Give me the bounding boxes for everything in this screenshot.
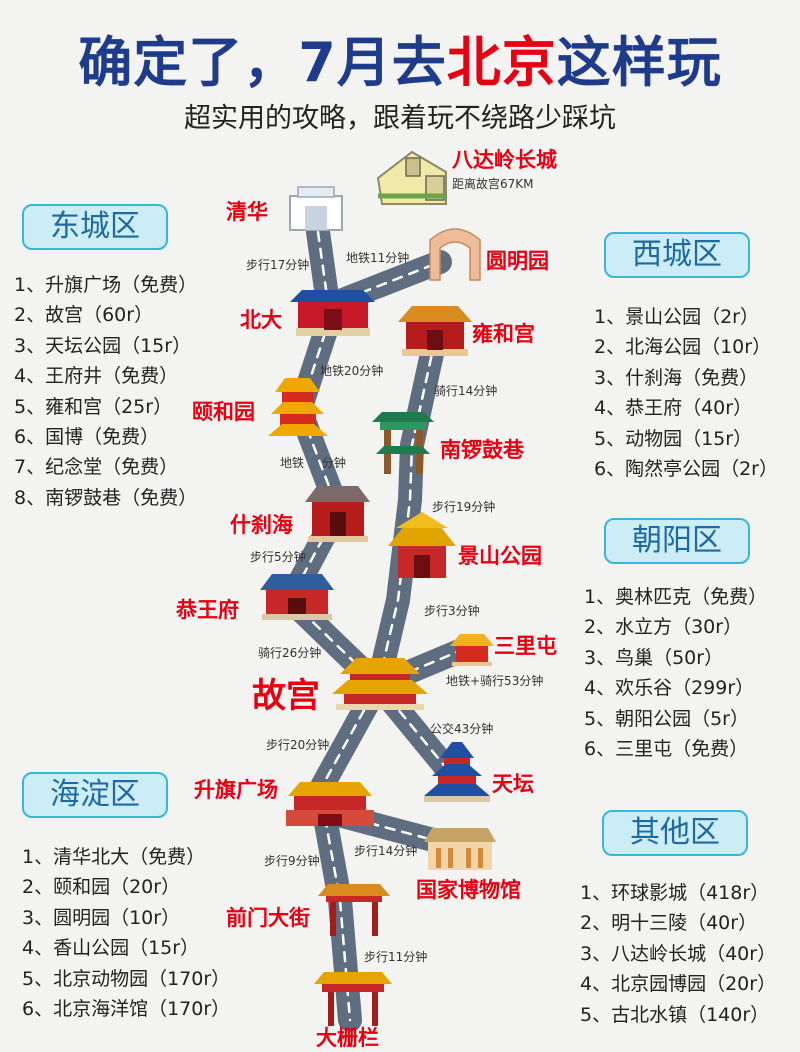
place-label-qinghua: 清华 <box>226 200 268 224</box>
badaling-distance-note: 距离故宫67KM <box>452 177 534 191</box>
title-part2: 这样玩 <box>556 31 722 94</box>
list-item: 6、陶然亭公园（2r） <box>594 457 778 480</box>
place-label-yuanmingyuan: 圆明园 <box>486 249 549 273</box>
list-item: 5、古北水镇（140r） <box>580 1003 770 1026</box>
route-label: 公交43分钟 <box>430 722 494 736</box>
page-title: 确定了，7月去北京这样玩 <box>0 18 800 97</box>
route-label: 地铁 <box>280 456 305 470</box>
district-dongcheng-list: 1、升旗广场（免费） 2、故宫（60r） 3、天坛公园（15r） 4、王府井（免… <box>14 270 197 513</box>
place-label-tiantan: 天坛 <box>492 772 534 796</box>
place-label-gugong: 故宫 <box>252 676 320 716</box>
route-label: 步行11分钟 <box>364 950 428 964</box>
place-label-qianmen: 前门大街 <box>226 906 310 930</box>
route-label: 步行20分钟 <box>266 738 330 752</box>
list-item: 2、北海公园（10r） <box>594 336 772 359</box>
title-part1: 确定了，7月去 <box>78 31 447 94</box>
list-item: 6、三里屯（免费） <box>584 737 749 760</box>
forbidden-city-icon <box>332 658 428 710</box>
route-label: 地铁11分钟 <box>346 251 410 265</box>
list-item: 1、景山公园（2r） <box>594 306 759 328</box>
district-xicheng-list: 1、景山公园（2r） 2、北海公园（10r） 3、什刹海（免费） 4、恭王府（4… <box>594 302 778 484</box>
list-item: 1、升旗广场（免费） <box>14 274 198 296</box>
district-haidian-badge: 海淀区 <box>22 772 168 818</box>
list-item: 2、颐和园（20r） <box>22 876 181 899</box>
list-item: 6、国博（免费） <box>14 425 160 448</box>
list-item: 8、南锣鼓巷（免费） <box>14 486 198 509</box>
route-label: 地铁20分钟 <box>320 364 384 378</box>
route-label: 步行9分钟 <box>264 854 320 868</box>
list-item: 4、北京园博园（20r） <box>580 973 777 996</box>
list-item: 1、清华北大（免费） <box>22 846 206 868</box>
list-item: 3、什刹海（免费） <box>594 366 759 389</box>
route-label: 步行5分钟 <box>250 550 306 564</box>
place-label-badaling: 八达岭长城 <box>452 148 557 172</box>
list-item: 1、奥林匹克（免费） <box>584 586 768 608</box>
shichahai-building-icon <box>305 486 370 542</box>
list-item: 1、环球影城（418r） <box>580 882 770 904</box>
route-label: 地铁+骑行53分钟 <box>446 674 544 688</box>
route-label: 骑行26分钟 <box>258 646 322 660</box>
list-item: 7、纪念堂（免费） <box>14 456 179 479</box>
list-item: 3、八达岭长城（40r） <box>580 942 777 965</box>
place-label-nanluoguxiang: 南锣鼓巷 <box>440 438 524 462</box>
district-other-badge: 其他区 <box>602 810 748 856</box>
list-item: 4、欢乐谷（299r） <box>584 677 755 700</box>
district-chaoyang-badge: 朝阳区 <box>604 518 750 564</box>
page-subtitle: 超实用的攻略，跟着玩不绕路少踩坑 <box>184 103 616 134</box>
national-museum-icon <box>424 828 496 870</box>
place-label-yonghegong: 雍和宫 <box>472 322 535 346</box>
district-chaoyang-list: 1、奥林匹克（免费） 2、水立方（30r） 3、鸟巢（50r） 4、欢乐谷（29… <box>584 582 767 764</box>
title-highlight: 北京 <box>446 31 557 94</box>
temple-of-heaven-icon <box>424 742 490 802</box>
list-item: 2、水立方（30r） <box>584 616 743 639</box>
district-haidian-list: 1、清华北大（免费） 2、颐和园（20r） 3、圆明园（10r） 4、香山公园（… <box>22 842 230 1024</box>
qianmen-archway-icon <box>318 884 390 936</box>
route-label: 步行19分钟 <box>432 500 496 514</box>
district-dongcheng-badge: 东城区 <box>22 204 168 250</box>
route-label: 骑行14分钟 <box>434 384 498 398</box>
tsinghua-gate-icon <box>289 186 343 231</box>
list-item: 4、王府井（免费） <box>14 365 179 388</box>
list-item: 3、鸟巢（50r） <box>584 646 724 669</box>
place-label-beida: 北大 <box>240 308 282 332</box>
dashilan-archway-icon <box>314 972 392 1026</box>
nanluoguxiang-gate-icon <box>372 412 434 474</box>
yiheyuan-pagoda-icon <box>268 378 328 436</box>
list-item: 2、故宫（60r） <box>14 304 154 327</box>
list-item: 5、朝阳公园（5r） <box>584 707 749 730</box>
great-wall-icon <box>376 150 447 205</box>
place-label-shengqi: 升旗广场 <box>194 778 278 802</box>
route-label: 步行14分钟 <box>354 844 418 858</box>
place-label-shichahai: 什刹海 <box>230 513 293 537</box>
tiananmen-icon <box>286 782 374 826</box>
list-item: 3、圆明园（10r） <box>22 906 181 929</box>
yonghegong-icon <box>398 306 472 356</box>
route-label: 分钟 <box>322 456 347 470</box>
peking-gate-icon <box>290 290 375 336</box>
sanlitun-building-icon <box>450 634 494 666</box>
list-item: 3、天坛公园（15r） <box>14 334 192 357</box>
place-label-jingshan: 景山公园 <box>458 544 542 568</box>
place-label-gongwangfu: 恭王府 <box>176 598 239 622</box>
list-item: 6、北京海洋馆（170r） <box>22 997 231 1020</box>
yuanmingyuan-ruin-icon <box>429 228 481 281</box>
place-label-yiheyuan: 颐和园 <box>192 400 255 424</box>
list-item: 5、雍和宫（25r） <box>14 395 173 418</box>
list-item: 5、北京动物园（170r） <box>22 967 231 990</box>
route-label: 步行3分钟 <box>424 604 480 618</box>
place-label-dashilan: 大栅栏 <box>316 1026 379 1050</box>
route-label: 步行17分钟 <box>246 258 310 272</box>
place-label-sanlitun: 三里屯 <box>494 634 557 658</box>
list-item: 4、恭王府（40r） <box>594 397 753 420</box>
jingshan-pavilion-icon <box>388 512 456 578</box>
district-other-list: 1、环球影城（418r） 2、明十三陵（40r） 3、八达岭长城（40r） 4、… <box>580 878 776 1030</box>
district-xicheng-badge: 西城区 <box>604 232 750 278</box>
list-item: 5、动物园（15r） <box>594 427 753 450</box>
list-item: 2、明十三陵（40r） <box>580 912 758 935</box>
place-label-guobo: 国家博物馆 <box>416 878 521 902</box>
gongwangfu-building-icon <box>260 574 334 620</box>
list-item: 4、香山公园（15r） <box>22 937 200 960</box>
